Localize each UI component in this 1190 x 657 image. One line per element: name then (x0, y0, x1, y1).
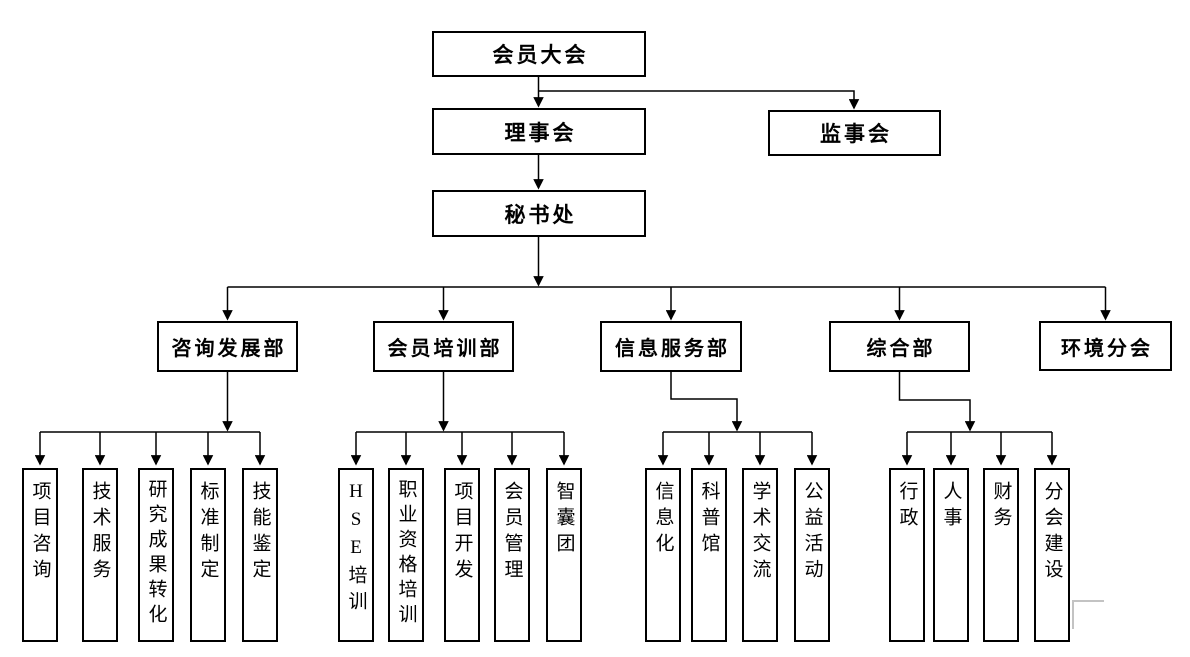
node-standard-setting: 标准制定 (190, 468, 226, 642)
node-think-tank: 智囊团 (546, 468, 582, 642)
node-dept-information-service: 信息服务部 (600, 321, 742, 372)
node-technical-service: 技术服务 (82, 468, 118, 642)
connector-lines (34, 77, 1111, 466)
node-vocational-qualification-training: 职业资格培训 (388, 468, 424, 642)
connector-assembly-supervisory (538, 90, 860, 110)
textframe-corner-mark (1072, 600, 1104, 629)
node-academic-exchange: 学术交流 (742, 468, 778, 642)
node-science-museum: 科普馆 (691, 468, 727, 642)
node-informatization: 信息化 (645, 468, 681, 642)
node-skill-appraisal: 技能鉴定 (242, 468, 278, 642)
node-dept-general-affairs: 综合部 (829, 321, 970, 372)
node-project-consulting: 项目咨询 (22, 468, 58, 642)
node-supervisory-board: 监事会 (768, 110, 941, 156)
node-project-development: 项目开发 (444, 468, 480, 642)
node-finance: 财务 (983, 468, 1019, 642)
node-council: 理事会 (432, 108, 646, 155)
node-dept-member-training: 会员培训部 (373, 321, 514, 372)
node-branch-environment: 环境分会 (1039, 321, 1172, 371)
node-secretariat: 秘书处 (432, 190, 646, 237)
node-research-achievement-transformation: 研究成果转化 (138, 468, 174, 642)
node-public-welfare-activity: 公益活动 (794, 468, 830, 642)
node-member-management: 会员管理 (494, 468, 530, 642)
node-assembly: 会员大会 (432, 31, 646, 77)
node-hse-training: HSE培训 (338, 468, 374, 642)
node-dept-consulting-development: 咨询发展部 (157, 321, 298, 372)
node-administration: 行政 (889, 468, 925, 642)
node-branch-construction: 分会建设 (1034, 468, 1070, 642)
node-human-resources: 人事 (933, 468, 969, 642)
